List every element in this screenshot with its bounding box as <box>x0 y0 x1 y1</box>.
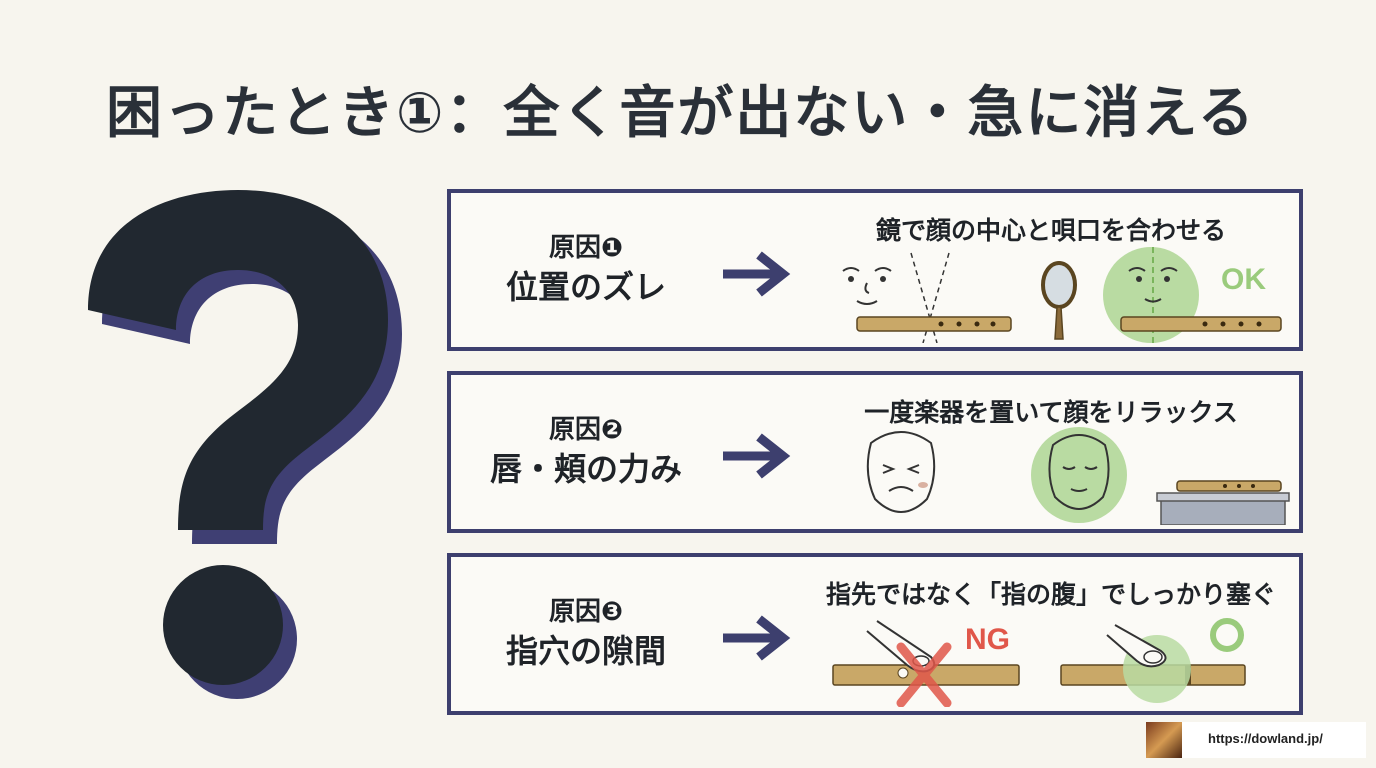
relaxed-face-icon <box>1048 434 1110 510</box>
cause-label-1: 原因❶ 位置のズレ <box>461 231 711 309</box>
cause-name: 位置のズレ <box>505 268 666 306</box>
flute-icon <box>856 316 1012 332</box>
tip-caption: 指先ではなく「指の腹」でしっかり塞ぐ <box>825 580 1276 609</box>
ng-mark: NG <box>965 623 1010 656</box>
finger-icon <box>1106 624 1167 668</box>
cause-panel-3: 原因❸ 指穴の隙間 指先ではなく「指の腹」でしっかり塞ぐ NG <box>447 553 1303 715</box>
cross-icon <box>896 642 952 707</box>
relax-illustration <box>866 427 1290 525</box>
alignment-illustration: OK <box>842 247 1282 343</box>
page-title: 困ったとき①：全く音が出ない・急に消える <box>106 81 1256 146</box>
cause-number: 原因❷ <box>548 415 623 445</box>
arrow-right-icon <box>723 433 791 479</box>
site-url[interactable]: https://dowland.jp/ <box>1208 731 1323 746</box>
tip-caption: 鏡で顔の中心と唄口を合わせる <box>875 216 1226 245</box>
tip-caption: 一度楽器を置いて顔をリラックス <box>864 398 1238 427</box>
flute-icon <box>1120 316 1282 332</box>
cause-name: 指穴の隙間 <box>505 632 666 670</box>
arrow-right-icon <box>723 615 791 661</box>
cause-panel-1: 原因❶ 位置のズレ 鏡で顔の中心と唄口を合わせる <box>447 189 1303 351</box>
mirror-icon <box>1041 261 1077 340</box>
flute-icon <box>1156 480 1290 525</box>
face-icon <box>842 267 892 305</box>
cause-panel-2: 原因❷ 唇・頬の力み 一度楽器を置いて顔をリラックス <box>447 371 1303 533</box>
circle-icon <box>1210 618 1244 652</box>
cause-number: 原因❶ <box>548 233 623 263</box>
footer-badge: https://dowland.jp/ <box>1146 722 1366 758</box>
face-icon <box>1128 267 1178 303</box>
cause-label-3: 原因❸ 指穴の隙間 <box>461 595 711 673</box>
cause-label-2: 原因❷ 唇・頬の力み <box>461 413 711 491</box>
cause-name: 唇・頬の力み <box>489 450 682 488</box>
site-logo <box>1146 722 1182 758</box>
ok-mark: OK <box>1221 263 1266 296</box>
cause-number: 原因❸ <box>548 597 623 627</box>
tense-face-icon <box>866 431 936 513</box>
arrow-right-icon <box>723 251 791 297</box>
question-mark-icon <box>88 190 402 699</box>
fingerhole-illustration: NG <box>832 618 1246 707</box>
